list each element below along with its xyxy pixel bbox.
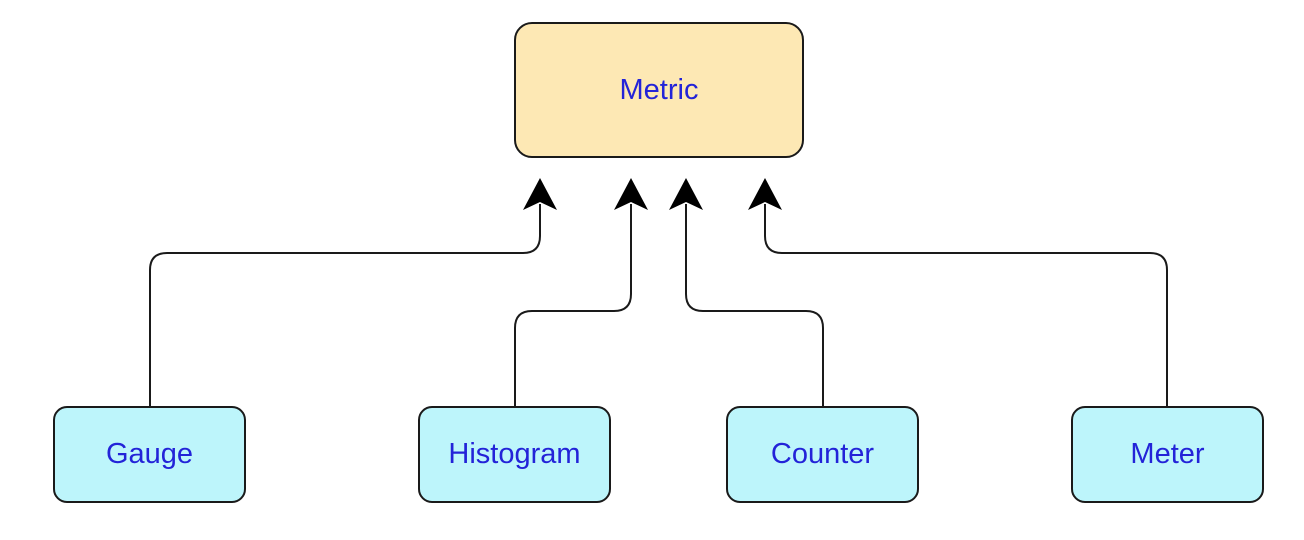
connector-gauge-to-metric: [149, 204, 541, 406]
histogram-label: Histogram: [448, 438, 581, 470]
arrowhead-meter: [748, 178, 782, 210]
histogram-node: Histogram: [418, 406, 611, 503]
connector-histogram-to-metric: [514, 204, 632, 406]
meter-node: Meter: [1071, 406, 1264, 503]
meter-label: Meter: [1130, 438, 1205, 470]
metric-node: Metric: [514, 22, 804, 158]
counter-label: Counter: [770, 438, 875, 470]
counter-node: Counter: [726, 406, 919, 503]
arrowhead-counter: [669, 178, 703, 210]
connector-counter-to-metric: [685, 204, 824, 406]
arrowhead-histogram: [614, 178, 648, 210]
arrowhead-gauge: [523, 178, 557, 210]
connector-meter-to-metric: [764, 204, 1168, 406]
metric-label: Metric: [619, 73, 699, 106]
gauge-node: Gauge: [53, 406, 246, 503]
gauge-label: Gauge: [105, 438, 194, 470]
